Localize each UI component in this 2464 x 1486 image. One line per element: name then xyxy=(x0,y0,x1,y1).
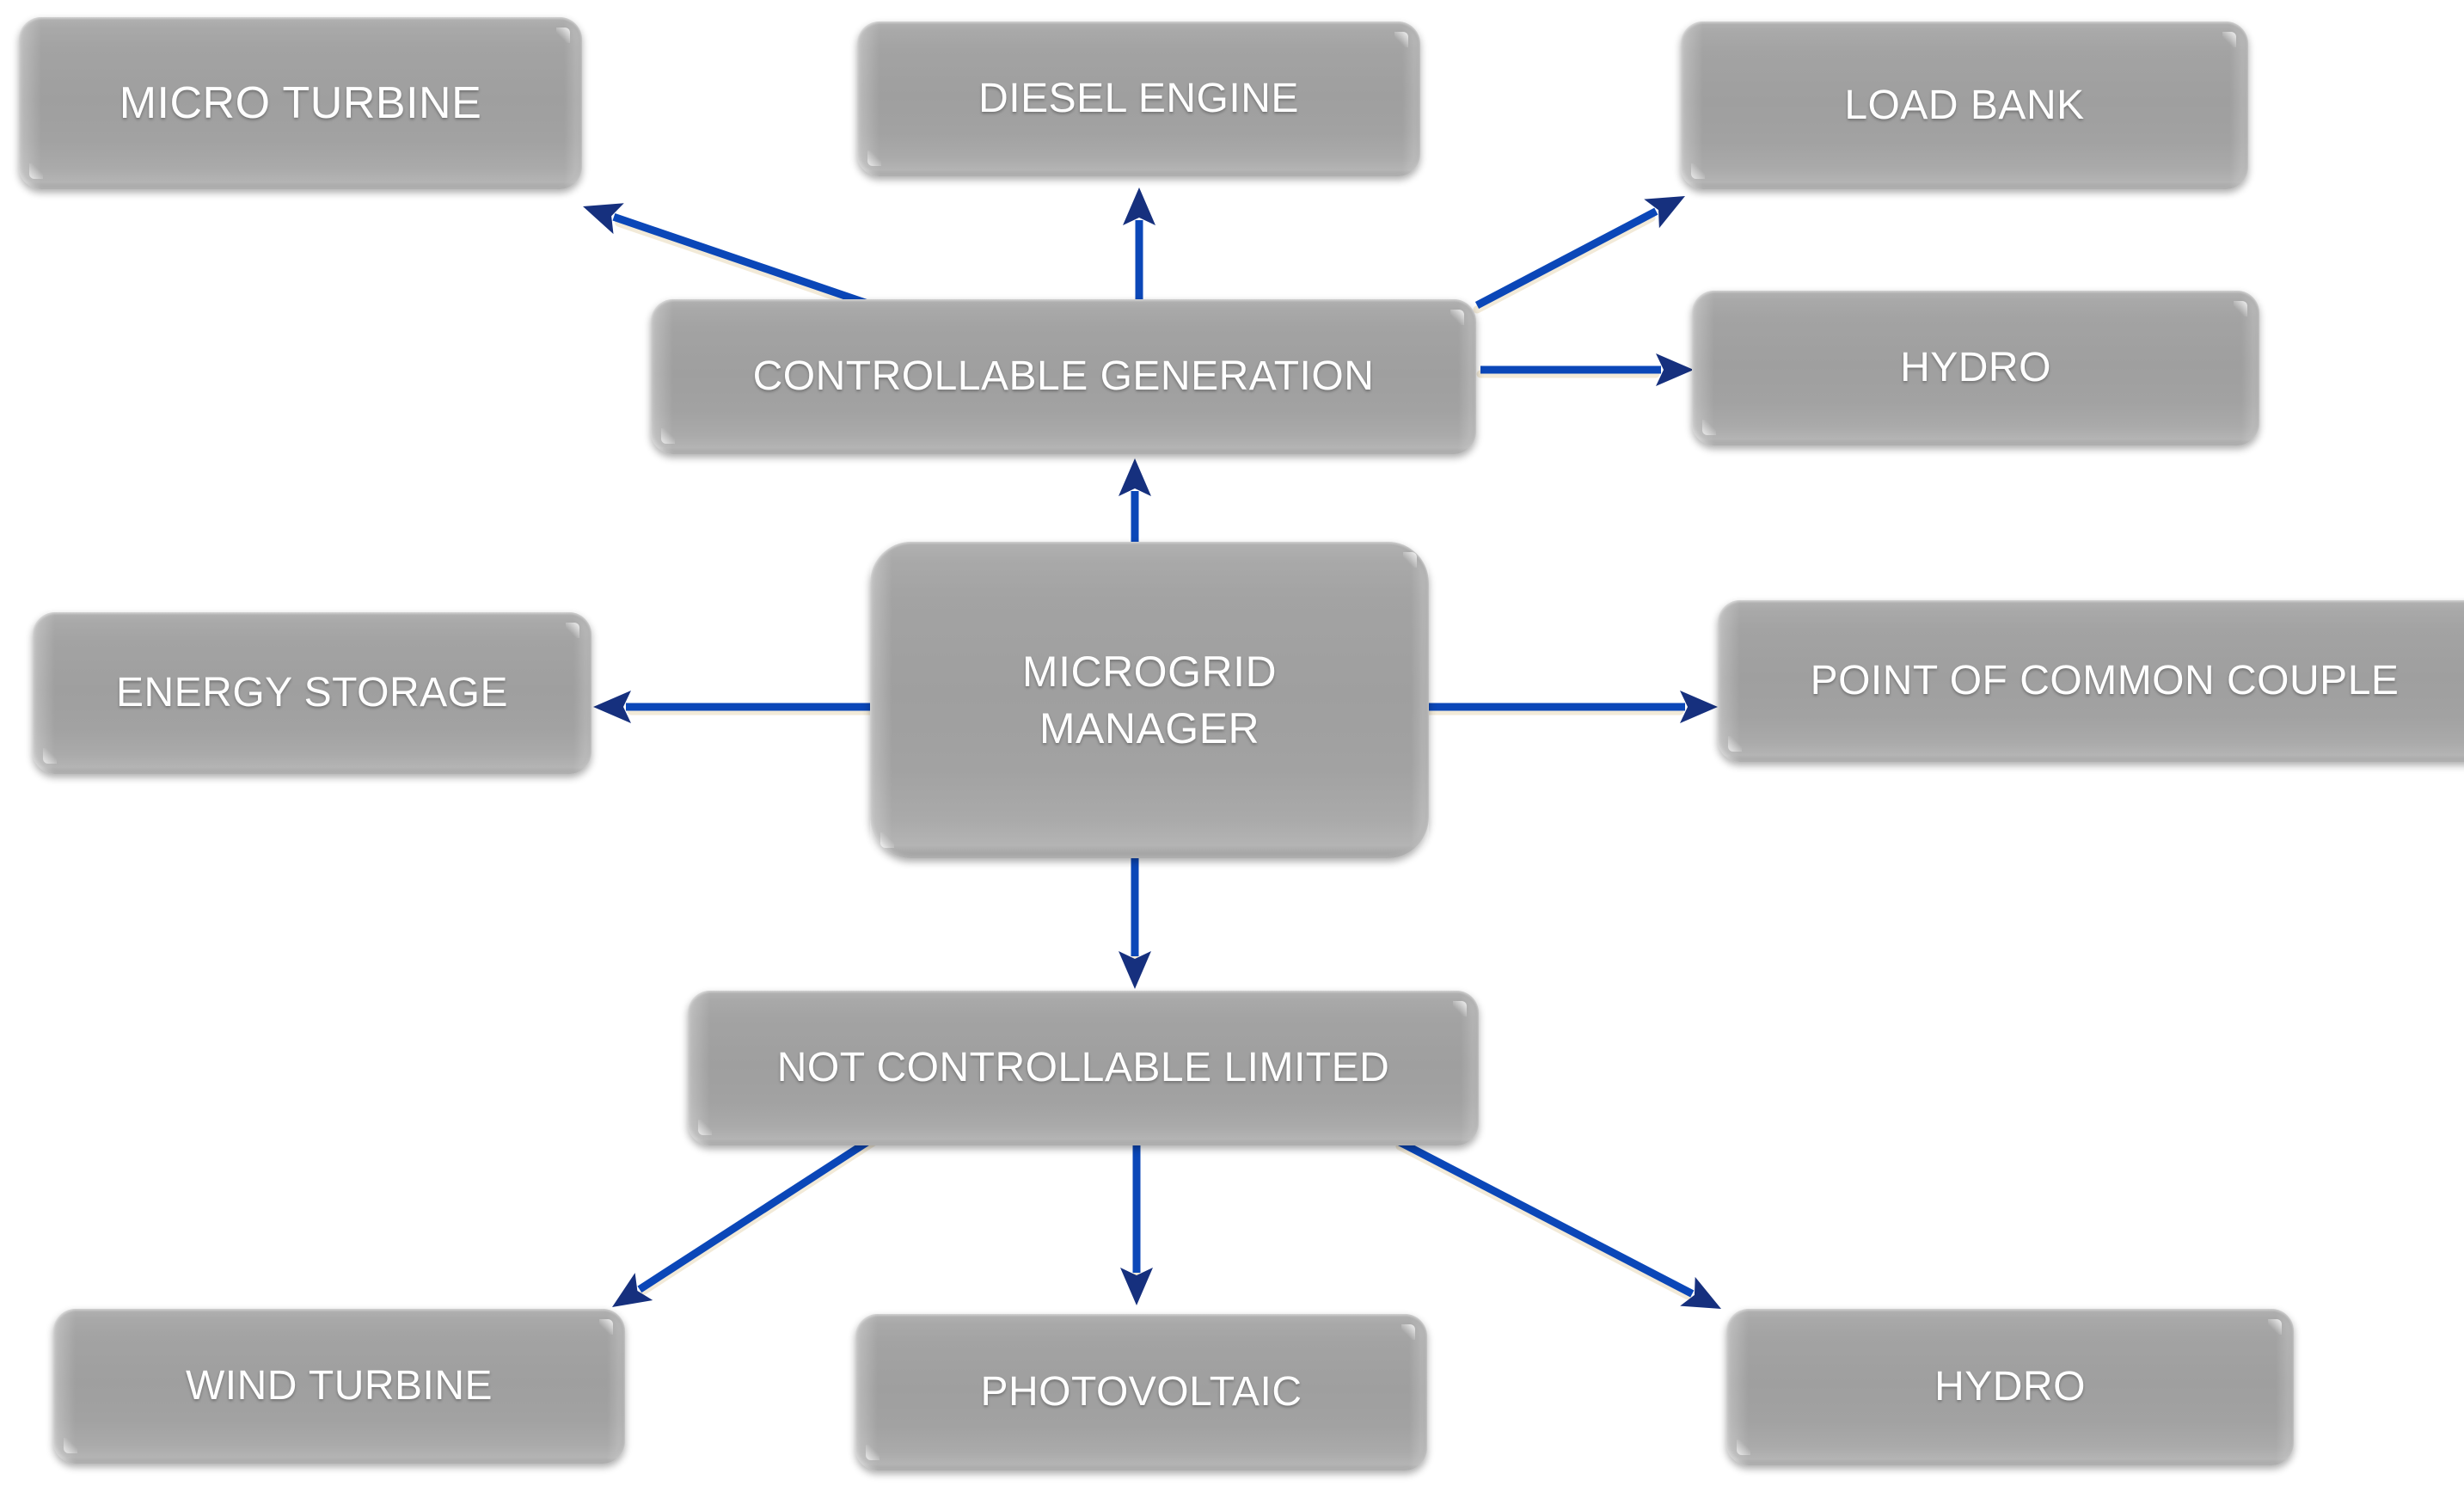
node-hydro-controllable[interactable]: HYDRO xyxy=(1692,291,2259,445)
corner-glint-icon xyxy=(1691,163,1705,179)
corner-glint-icon xyxy=(661,428,675,444)
arrow-mm-to-energy-storage xyxy=(593,691,874,723)
node-label: MICRO TURBINE xyxy=(119,77,482,128)
corner-glint-icon xyxy=(43,748,57,764)
arrow-ncl-to-photovoltaic xyxy=(1120,1145,1153,1305)
corner-glint-icon xyxy=(1728,736,1742,752)
node-label: CONTROLLABLE GENERATION xyxy=(752,353,1375,400)
node-photovoltaic[interactable]: PHOTOVOLTAIC xyxy=(855,1314,1427,1471)
corner-glint-icon xyxy=(64,1438,77,1453)
corner-glint-icon xyxy=(1737,1440,1750,1455)
node-micro-turbine[interactable]: MICRO TURBINE xyxy=(19,17,582,189)
arrow-cg-to-micro-turbine xyxy=(583,203,890,318)
corner-glint-icon xyxy=(1702,420,1716,435)
corner-glint-icon xyxy=(866,1445,880,1460)
node-label: POINT OF COMMON COUPLE xyxy=(1810,658,2400,704)
node-controllable-generation[interactable]: CONTROLLABLE GENERATION xyxy=(651,299,1476,454)
arrow-mm-to-pcc xyxy=(1425,691,1718,723)
node-label: MICROGRID MANAGER xyxy=(1021,648,1278,752)
node-label: LOAD BANK xyxy=(1844,82,2085,128)
node-point-of-common-couple[interactable]: POINT OF COMMON COUPLE xyxy=(1718,600,2464,762)
corner-glint-icon xyxy=(29,163,43,179)
node-label: DIESEL ENGINE xyxy=(978,76,1299,122)
corner-glint-icon xyxy=(867,150,881,166)
corner-glint-icon xyxy=(599,1319,613,1335)
node-label: ENERGY STORAGE xyxy=(115,670,508,716)
node-diesel-engine[interactable]: DIESEL ENGINE xyxy=(857,21,1420,176)
arrow-cg-to-hydro xyxy=(1476,353,1694,386)
corner-glint-icon xyxy=(556,28,570,43)
node-label: WIND TURBINE xyxy=(185,1363,493,1409)
corner-glint-icon xyxy=(1450,310,1464,325)
arrow-ncl-to-hydro xyxy=(1395,1139,1721,1309)
corner-glint-icon xyxy=(566,623,579,638)
corner-glint-icon xyxy=(2234,301,2247,316)
arrow-cg-to-diesel-engine xyxy=(1123,187,1155,308)
corner-glint-icon xyxy=(1394,32,1408,47)
node-hydro-not-controllable[interactable]: HYDRO xyxy=(1726,1309,2294,1465)
corner-glint-icon xyxy=(698,1120,712,1135)
node-label: HYDRO xyxy=(1934,1364,2086,1410)
corner-glint-icon xyxy=(2222,32,2236,47)
node-label: NOT CONTROLLABLE LIMITED xyxy=(776,1045,1390,1091)
node-wind-turbine[interactable]: WIND TURBINE xyxy=(53,1309,625,1464)
corner-glint-icon xyxy=(1403,552,1417,568)
arrow-mm-to-cg xyxy=(1119,458,1151,550)
arrow-mm-to-ncl xyxy=(1119,858,1151,989)
node-microgrid-manager[interactable]: MICROGRID MANAGER xyxy=(870,542,1429,858)
corner-glint-icon xyxy=(1401,1324,1415,1340)
corner-glint-icon xyxy=(1453,1001,1467,1016)
corner-glint-icon xyxy=(880,832,894,848)
node-label: PHOTOVOLTAIC xyxy=(980,1369,1302,1415)
arrow-cg-to-load-bank xyxy=(1473,196,1685,314)
node-energy-storage[interactable]: ENERGY STORAGE xyxy=(33,612,591,774)
node-not-controllable-limited[interactable]: NOT CONTROLLABLE LIMITED xyxy=(688,991,1479,1145)
corner-glint-icon xyxy=(2268,1319,2282,1335)
node-load-bank[interactable]: LOAD BANK xyxy=(1681,21,2248,189)
arrow-ncl-to-wind-turbine xyxy=(612,1133,880,1307)
node-label: HYDRO xyxy=(1900,345,2051,391)
